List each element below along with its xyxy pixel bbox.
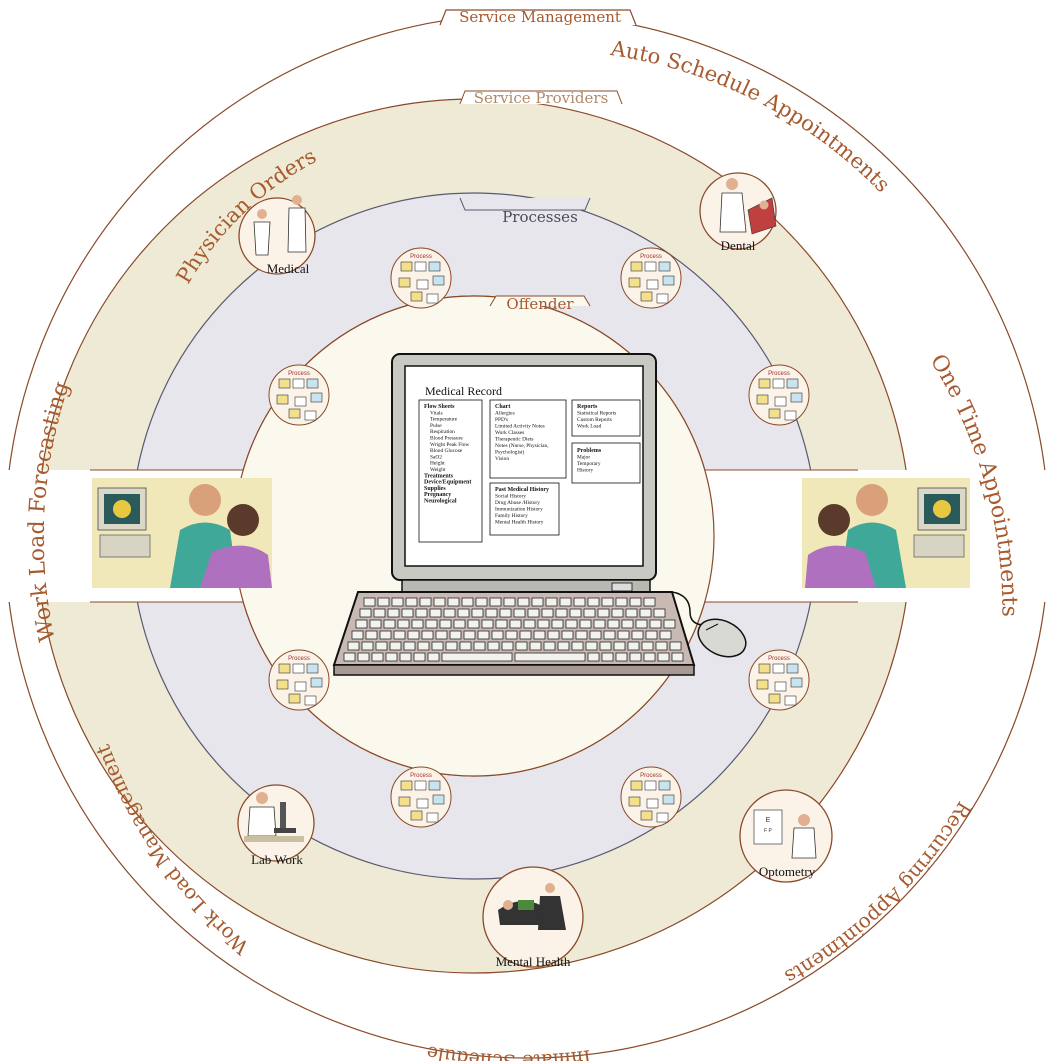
provider-lab-work[interactable]: Lab Work xyxy=(237,784,315,867)
section-heading: Chart xyxy=(495,404,510,410)
list-item: Pregnancy xyxy=(424,492,451,498)
list-item: PPD's xyxy=(495,417,508,423)
list-item: Work Classes xyxy=(495,430,524,436)
service-providers-tab: Service Providers xyxy=(459,89,623,107)
dentist-icon xyxy=(719,178,777,235)
svg-text:E: E xyxy=(766,817,771,824)
process-label: Process xyxy=(288,371,310,377)
list-item: Temporary xyxy=(577,461,601,467)
list-item: Wright Peak Flow xyxy=(430,442,469,448)
list-item: Blood Pressure xyxy=(430,436,463,442)
office-scene-right-image xyxy=(802,478,970,588)
keyboard xyxy=(332,591,696,676)
list-item: Mental Health History xyxy=(495,520,544,526)
list-item: Social History xyxy=(495,494,526,500)
provider-mental-health[interactable]: Mental Health xyxy=(482,866,584,969)
process-icon[interactable]: Process xyxy=(620,247,682,309)
list-item: Device/Equipment xyxy=(424,480,471,486)
process-label: Process xyxy=(640,254,662,260)
provider-optometry[interactable]: E F P Optometry xyxy=(739,789,833,883)
service-management-tab: Service Management xyxy=(439,8,637,26)
medical-record-screen: Medical Record Flow SheetsVitalsTemperat… xyxy=(418,384,641,543)
microscope-icon xyxy=(244,792,304,842)
flow-sheets-list: Flow SheetsVitalsTemperaturePulseRespira… xyxy=(424,404,471,505)
section-heading: Past Medical History xyxy=(495,487,549,493)
process-icon[interactable]: Process xyxy=(748,649,810,711)
mouse xyxy=(671,591,747,658)
process-icon[interactable]: Process xyxy=(620,766,682,828)
svg-text:F P: F P xyxy=(764,828,772,834)
offender-label: Offender xyxy=(506,295,574,313)
list-item: Pulse xyxy=(430,423,442,429)
list-item: Major xyxy=(577,455,590,461)
list-item: Psychologist) xyxy=(495,449,525,456)
process-icon[interactable]: Process xyxy=(268,649,330,711)
offender-tab: Offender xyxy=(489,295,591,313)
provider-label: Optometry xyxy=(759,864,816,879)
section-heading: Reports xyxy=(577,404,598,410)
process-label: Process xyxy=(410,773,432,779)
processes-tab: Processes xyxy=(459,197,591,226)
list-item: SaO2 xyxy=(430,454,442,460)
list-item: Temperature xyxy=(430,417,458,423)
process-label: Process xyxy=(288,656,310,662)
process-icon[interactable]: Process xyxy=(390,766,452,828)
process-label: Process xyxy=(768,371,790,377)
list-item: Immunization History xyxy=(495,507,543,513)
process-icon[interactable]: Process xyxy=(390,247,452,309)
list-item: History xyxy=(577,468,593,474)
list-item: Vitals xyxy=(430,410,443,416)
provider-label: Medical xyxy=(267,261,310,276)
processes-label: Processes xyxy=(502,208,578,226)
list-item: Vision xyxy=(495,456,509,462)
section-heading: Flow Sheets xyxy=(424,404,455,410)
therapy-icon xyxy=(498,883,566,930)
service-management-label: Service Management xyxy=(459,8,621,26)
provider-label: Dental xyxy=(721,238,756,253)
problems-box xyxy=(571,442,641,484)
process-icon[interactable]: Process xyxy=(748,364,810,426)
medical-staff-icon xyxy=(253,195,307,256)
list-item: Height xyxy=(430,461,445,467)
list-item: Statistical Reports xyxy=(577,411,616,417)
list-item: Work Load xyxy=(577,424,602,430)
office-scene-left-image xyxy=(92,478,272,588)
list-item: Allergies xyxy=(495,411,515,417)
provider-dental[interactable]: Dental xyxy=(699,172,777,253)
list-item: Notes (Nurse, Physician, xyxy=(495,442,549,449)
past-history-box xyxy=(489,482,560,536)
section-heading: Problems xyxy=(577,448,602,454)
list-item: Neurological xyxy=(424,499,457,505)
provider-label: Lab Work xyxy=(251,852,303,867)
provider-label: Mental Health xyxy=(496,954,571,969)
list-item: Limited Activity Notes xyxy=(495,424,545,430)
list-item: Custom Reports xyxy=(577,417,612,423)
process-label: Process xyxy=(410,254,432,260)
flow-sheets-box xyxy=(418,399,483,543)
reports-box xyxy=(571,399,641,437)
list-item: Treatments xyxy=(424,473,454,479)
list-item: Therapeutic Diets xyxy=(495,437,533,443)
list-item: Respiration xyxy=(430,429,455,435)
process-label: Process xyxy=(768,656,790,662)
medical-record-title: Medical Record xyxy=(425,384,502,398)
process-icon[interactable]: Process xyxy=(268,364,330,426)
list-item: Supplies xyxy=(424,486,446,492)
list-item: Blood Glucose xyxy=(430,448,463,454)
eye-chart-icon: E F P xyxy=(753,809,817,859)
list-item: Drug Abuse /History xyxy=(495,500,540,506)
chart-box xyxy=(489,399,567,479)
process-label: Process xyxy=(640,773,662,779)
service-providers-label: Service Providers xyxy=(474,89,609,107)
provider-medical[interactable]: Medical xyxy=(238,195,316,276)
list-item: Weight xyxy=(430,467,446,473)
list-item: Family History xyxy=(495,513,528,519)
